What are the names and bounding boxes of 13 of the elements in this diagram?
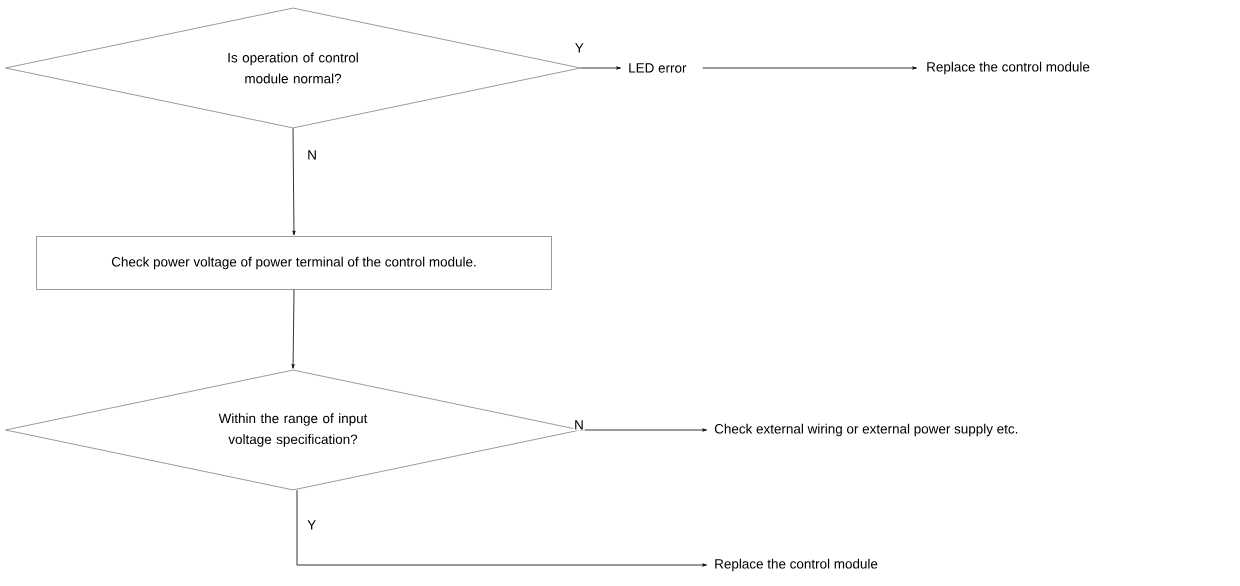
edge-label: N (306, 149, 318, 161)
outcome-text: Replace the control module (715, 558, 878, 572)
arrow (702, 66, 917, 70)
outcome-text: LED error (629, 63, 687, 73)
outcome-text: Check external wiring or external power supply etc. (714, 423, 1018, 437)
arrow (292, 127, 296, 236)
arrow (291, 289, 295, 369)
arrow (296, 489, 707, 567)
edge-label: Y (306, 519, 318, 531)
outcome-text: Replace the control module (927, 61, 1090, 75)
arrow (580, 66, 621, 70)
process-box: Check power voltage of power terminal of the control module. (36, 236, 552, 290)
edge-label: N (573, 419, 585, 431)
